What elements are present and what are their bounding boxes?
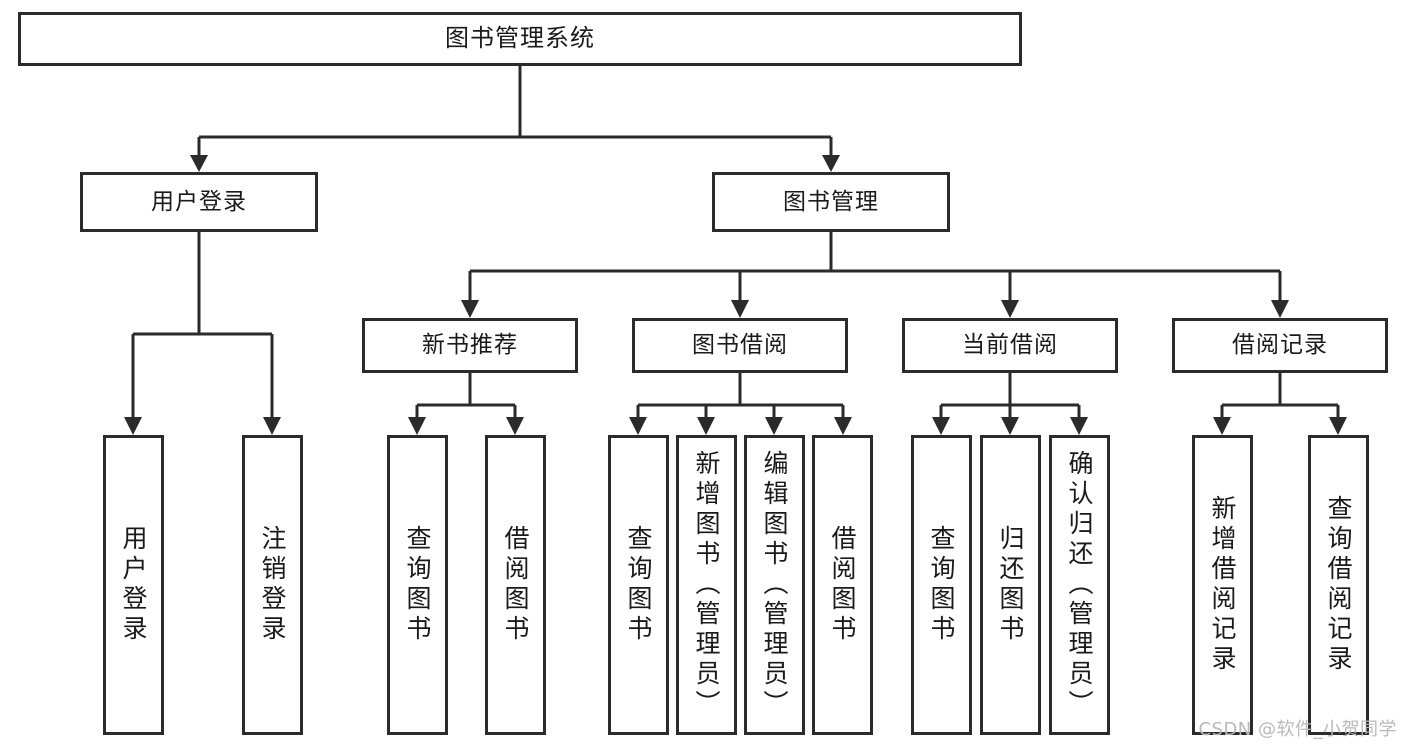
arrow-book-manage-child-3 — [1001, 300, 1019, 318]
node-label: 图书借阅 — [692, 332, 788, 359]
node-label: 图书管理系统 — [445, 24, 595, 53]
node-new-book-recommendation[interactable]: 新书推荐 — [362, 318, 578, 373]
node-label: 注销登录 — [258, 525, 287, 645]
node-root-book-management-system[interactable]: 图书管理系统 — [18, 12, 1022, 66]
arrow-book-manage-child-2 — [731, 300, 749, 318]
arrow-borrow-record-leaf-2 — [1329, 417, 1347, 435]
arrow-user-login-child-1 — [124, 417, 142, 435]
node-user-login[interactable]: 用户登录 — [80, 172, 318, 232]
node-label: 确认归还（管理员） — [1065, 450, 1094, 720]
arrow-book-borrow-leaf-1 — [629, 417, 647, 435]
node-book-management[interactable]: 图书管理 — [712, 172, 950, 232]
node-label: 借阅图书 — [828, 525, 857, 645]
leaf-query-book-new-rec[interactable]: 查询图书 — [387, 435, 448, 735]
node-book-borrow[interactable]: 图书借阅 — [632, 318, 848, 373]
leaf-query-book-borrow[interactable]: 查询图书 — [608, 435, 669, 735]
node-label: 查询图书 — [624, 525, 653, 645]
leaf-add-book-admin[interactable]: 新增图书（管理员） — [676, 435, 737, 735]
arrow-current-borrow-leaf-2 — [1001, 417, 1019, 435]
node-label: 图书管理 — [783, 188, 879, 215]
leaf-query-book-current[interactable]: 查询图书 — [911, 435, 972, 735]
arrow-borrow-record-leaf-1 — [1213, 417, 1231, 435]
node-label: 借阅记录 — [1232, 332, 1328, 359]
arrow-new-book-leaf-1 — [408, 417, 426, 435]
arrow-new-book-leaf-2 — [506, 417, 524, 435]
leaf-user-login[interactable]: 用户登录 — [103, 435, 164, 735]
arrow-root-to-book-manage — [822, 155, 840, 172]
csdn-watermark: CSDN @软件_小贺同学 — [1198, 719, 1397, 740]
arrow-book-borrow-leaf-2 — [697, 417, 715, 435]
node-label: 新增图书（管理员） — [692, 450, 721, 720]
arrow-root-to-user-login — [190, 155, 208, 172]
node-label: 新增借阅记录 — [1208, 495, 1237, 675]
arrow-current-borrow-leaf-1 — [932, 417, 950, 435]
node-label: 新书推荐 — [422, 332, 518, 359]
leaf-confirm-return-admin[interactable]: 确认归还（管理员） — [1049, 435, 1110, 735]
node-label: 编辑图书（管理员） — [760, 450, 789, 720]
arrow-current-borrow-leaf-3 — [1070, 417, 1088, 435]
node-borrow-record[interactable]: 借阅记录 — [1172, 318, 1388, 373]
node-label: 借阅图书 — [501, 525, 530, 645]
node-label: 用户登录 — [119, 525, 148, 645]
arrow-book-borrow-leaf-3 — [765, 417, 783, 435]
node-label: 归还图书 — [996, 525, 1025, 645]
arrow-book-manage-child-1 — [461, 300, 479, 318]
node-label: 用户登录 — [151, 188, 247, 215]
arrow-book-manage-child-4 — [1271, 300, 1289, 318]
leaf-add-borrow-record[interactable]: 新增借阅记录 — [1192, 435, 1253, 735]
leaf-borrow-book-new-rec[interactable]: 借阅图书 — [485, 435, 546, 735]
leaf-query-borrow-record[interactable]: 查询借阅记录 — [1308, 435, 1369, 735]
arrow-user-login-child-2 — [263, 417, 281, 435]
leaf-borrow-book[interactable]: 借阅图书 — [812, 435, 873, 735]
node-label: 当前借阅 — [962, 332, 1058, 359]
arrow-book-borrow-leaf-4 — [834, 417, 852, 435]
node-current-borrow[interactable]: 当前借阅 — [902, 318, 1118, 373]
node-label: 查询图书 — [403, 525, 432, 645]
leaf-edit-book-admin[interactable]: 编辑图书（管理员） — [744, 435, 805, 735]
node-label: 查询图书 — [927, 525, 956, 645]
leaf-return-book[interactable]: 归还图书 — [980, 435, 1041, 735]
leaf-logout-login[interactable]: 注销登录 — [242, 435, 303, 735]
node-label: 查询借阅记录 — [1324, 495, 1353, 675]
